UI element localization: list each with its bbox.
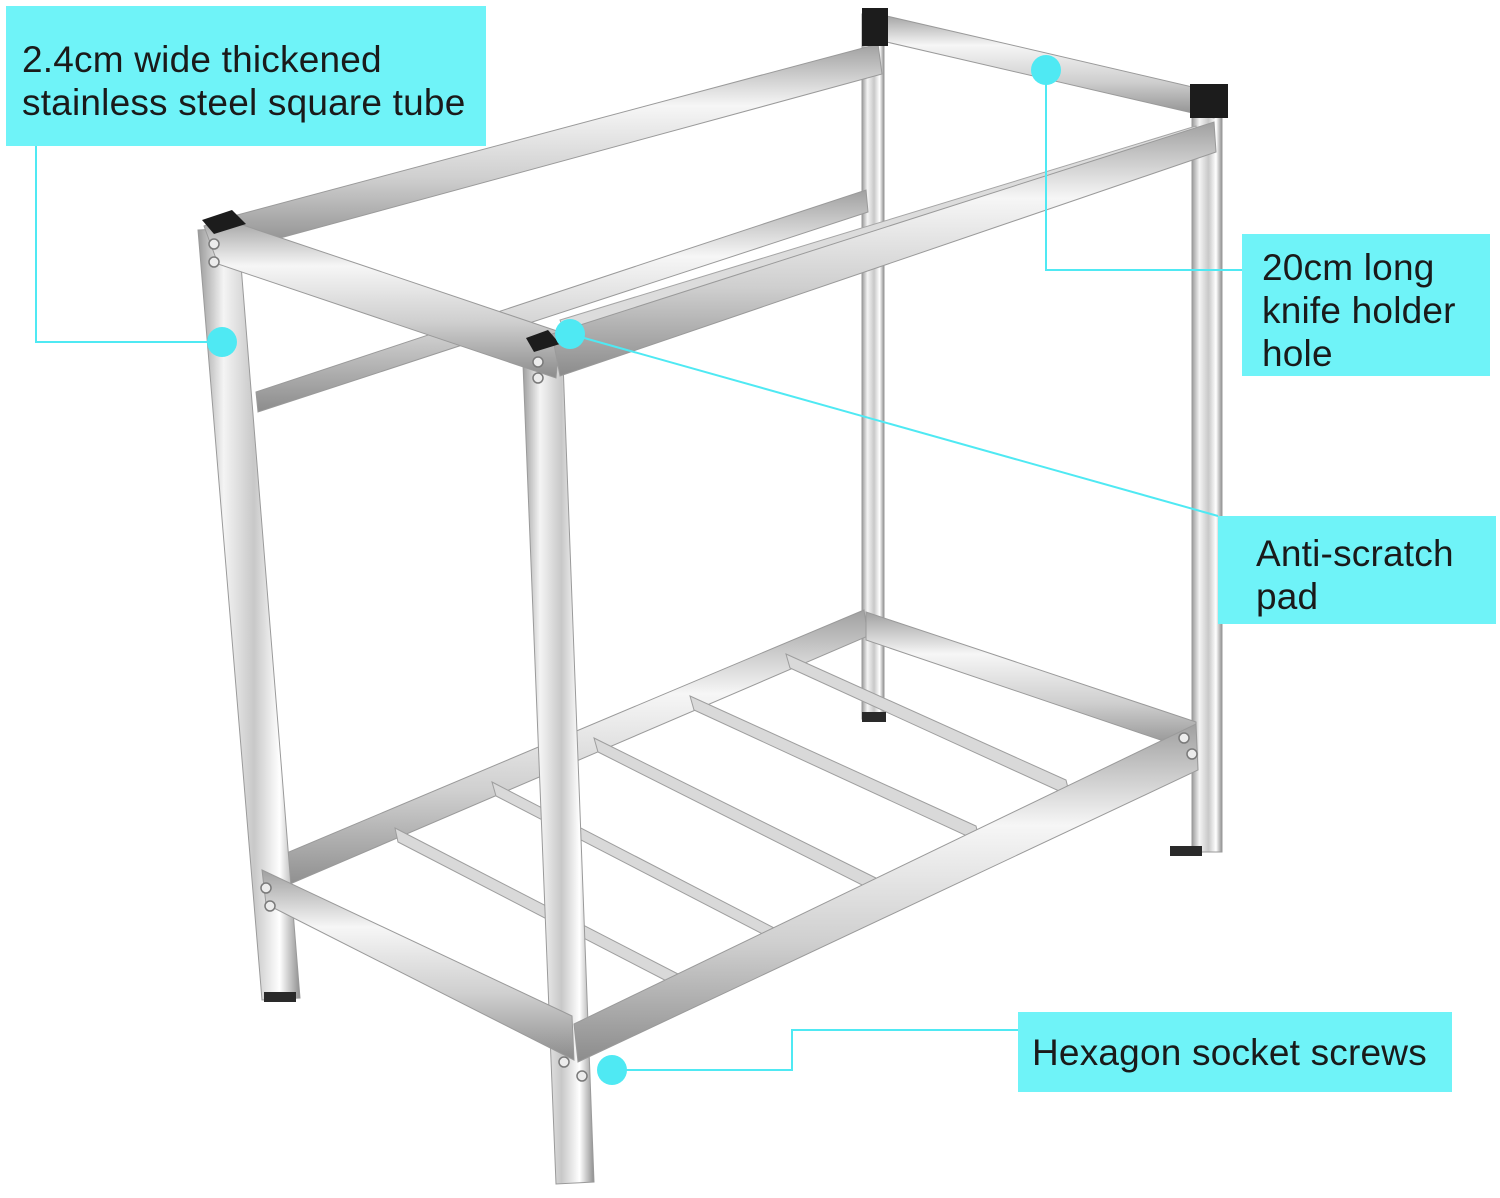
screw xyxy=(1178,732,1190,744)
callout-pad-line-2: pad xyxy=(1256,576,1319,617)
callout-tube-line-2: stainless steel square tube xyxy=(22,82,466,123)
callout-leaders xyxy=(35,72,1242,1071)
callout-tube: 2.4cm wide thickened stainless steel squ… xyxy=(6,6,486,146)
callout-pad-line-1: Anti-scratch xyxy=(1256,533,1454,574)
screw xyxy=(260,882,272,894)
callout-tube-line-1: 2.4cm wide thickened xyxy=(22,39,382,80)
bottom-front-rail xyxy=(573,723,1199,1063)
pad-cap xyxy=(862,8,888,46)
callout-knife-line-3: hole xyxy=(1262,333,1333,374)
rear-left-post xyxy=(861,13,885,720)
callout-markers xyxy=(207,55,1061,1085)
leader-line-tube xyxy=(35,146,222,343)
rack-frame xyxy=(197,8,1228,1185)
foot-pad xyxy=(264,992,296,1002)
screw xyxy=(1186,748,1198,760)
screw xyxy=(532,356,544,368)
shelf-slat xyxy=(593,737,885,897)
callout-knife-line-2: knife holder xyxy=(1262,290,1456,331)
callout-anti-scratch-pad: Anti-scratch pad xyxy=(1218,516,1496,624)
pad-cap xyxy=(1190,84,1228,118)
callout-hexagon-screws: Hexagon socket screws xyxy=(1018,1012,1452,1092)
leader-line-screws xyxy=(612,1029,1018,1071)
foot-pad xyxy=(862,712,886,722)
leader-line-pad xyxy=(569,333,1219,517)
mid-rear-rail xyxy=(255,189,869,413)
marker-dot-screws xyxy=(597,1055,627,1085)
top-front-rail xyxy=(551,121,1217,377)
marker-dot-pad xyxy=(555,319,585,349)
callout-screws-line-1: Hexagon socket screws xyxy=(1032,1032,1427,1073)
pad-cap xyxy=(526,330,560,352)
foot-pad xyxy=(1170,846,1202,856)
screw xyxy=(532,372,544,384)
rear-right-post xyxy=(1191,89,1223,853)
shelf-slat xyxy=(491,781,783,945)
bottom-right-rail xyxy=(865,611,1197,753)
callout-knife-hole: 20cm long knife holder hole xyxy=(1242,234,1490,376)
marker-dot-tube xyxy=(207,327,237,357)
screw xyxy=(558,1056,570,1068)
pad-cap xyxy=(202,210,246,234)
shelf-slats xyxy=(394,653,1071,991)
callout-knife-line-1: 20cm long xyxy=(1262,247,1435,288)
leader-line-knife xyxy=(1045,72,1242,271)
screw xyxy=(208,238,220,250)
screw xyxy=(576,1070,588,1082)
marker-dot-knife xyxy=(1031,55,1061,85)
screw xyxy=(208,256,220,268)
screw xyxy=(264,900,276,912)
